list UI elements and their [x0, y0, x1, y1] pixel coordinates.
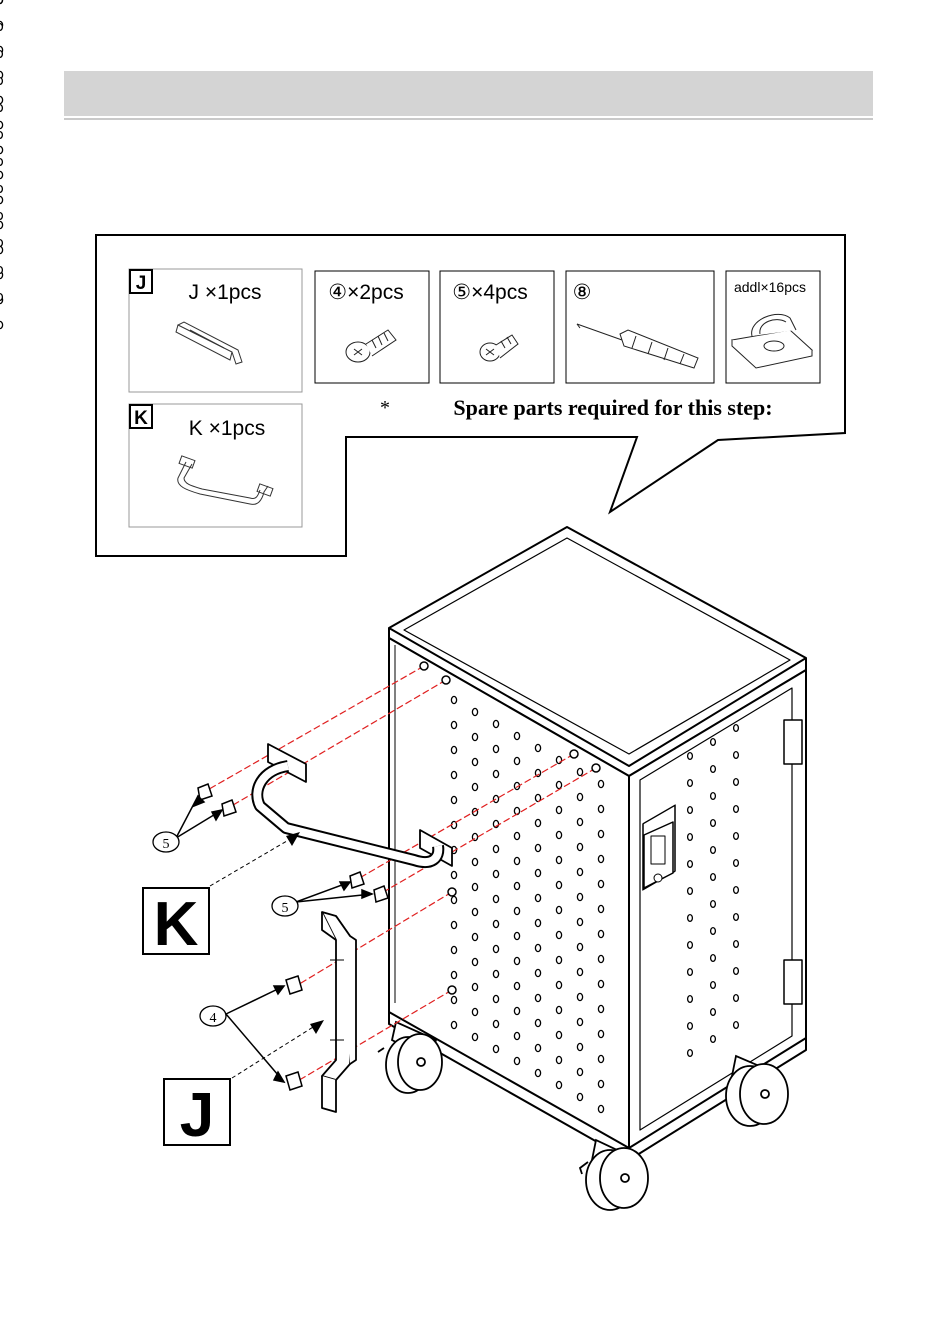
caster-front-left: [580, 1140, 648, 1210]
part-screwdriver-label: ⑧: [573, 281, 592, 304]
label-k-text: K: [154, 890, 199, 959]
parts-panel: J J ×1pcs ④×2pcs ⑤×4pcs: [96, 235, 845, 556]
part-screw4-label: ④×2pcs: [328, 281, 403, 304]
note-text: Spare parts required for this step:: [453, 395, 772, 420]
part-pointer-lines: [210, 838, 318, 1078]
part-k-tag: K: [134, 408, 148, 429]
label-j: J: [164, 1079, 230, 1150]
part-j-box: J J ×1pcs: [129, 269, 302, 392]
part-screwdriver-box: ⑧: [566, 271, 714, 383]
callout-5-left-text: 5: [163, 837, 170, 852]
bracket-j: [322, 912, 356, 1112]
label-k: K: [143, 888, 209, 959]
callout-4-text: 4: [210, 1011, 217, 1026]
callout-5-right-text: 5: [282, 901, 289, 916]
part-clip-label: addl×16pcs: [734, 279, 806, 295]
note-star: *: [380, 397, 390, 419]
part-screw5-box: ⑤×4pcs: [440, 271, 554, 383]
callout-5-left: 5: [153, 832, 179, 852]
part-j-label: J ×1pcs: [189, 281, 262, 304]
part-clip-box: addl×16pcs: [726, 271, 820, 383]
callout-4: 4: [200, 1006, 226, 1026]
part-pointer-arrows: [286, 832, 324, 1034]
part-k-label: K ×1pcs: [189, 417, 265, 440]
part-screw5-label: ⑤×4pcs: [452, 281, 527, 304]
part-k-box: K K ×1pcs: [129, 404, 302, 527]
part-j-tag: J: [136, 273, 147, 294]
callout-5-right: 5: [272, 896, 298, 916]
part-screw4-box: ④×2pcs: [315, 271, 429, 383]
label-j-text: J: [180, 1081, 214, 1150]
